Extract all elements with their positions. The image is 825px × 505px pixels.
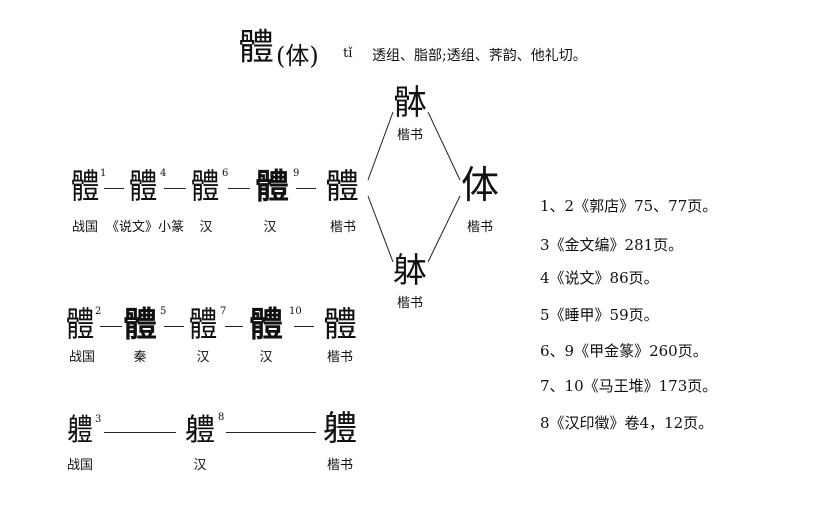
note-number: 7 [220, 306, 227, 317]
variant-bottom-label: 楷书 [396, 296, 424, 311]
dash [294, 326, 314, 327]
note-number: 9 [293, 168, 300, 179]
glyph: 體 [323, 305, 357, 345]
glyph: 體 [70, 167, 100, 207]
dash [104, 432, 176, 433]
note-number: 10 [289, 306, 302, 317]
glyph-label: 战国 [66, 458, 94, 473]
dash [100, 326, 122, 327]
glyph: 體 [255, 167, 289, 207]
glyph: 體 [123, 305, 157, 345]
reference-item: 5《睡甲》59页。 [540, 306, 659, 324]
note-number: 8 [218, 412, 225, 423]
glyph: 體 [325, 167, 359, 207]
glyph-label: 汉 [259, 350, 273, 365]
line-to-top [367, 111, 394, 181]
glyph-label: 楷书 [326, 458, 354, 473]
note-number: 2 [95, 306, 102, 317]
note-number: 5 [160, 306, 167, 317]
line-bottom-to-right [427, 195, 461, 263]
dash [225, 326, 243, 327]
glyph: 體 [249, 305, 283, 345]
reference-item: 7、10《马王堆》173页。 [540, 377, 718, 395]
glyph-label: 汉 [193, 458, 207, 473]
header-readings: 透组、脂部;透组、荠韵、他礼切。 [372, 48, 587, 64]
glyph: 軆 [185, 413, 215, 448]
glyph-label: 汉 [263, 220, 277, 235]
dash [164, 326, 184, 327]
dash [296, 188, 316, 189]
glyph-label: 秦 [133, 350, 147, 365]
glyph: 體 [188, 305, 218, 345]
variant-top-glyph: 骵 [393, 83, 427, 123]
glyph-label: 战国 [68, 350, 96, 365]
reference-item: 1、2《郭店》75、77页。 [540, 197, 718, 215]
line-to-bottom [367, 195, 394, 263]
note-number: 6 [222, 168, 229, 179]
glyph: 體 [128, 167, 158, 207]
glyph: 軆 [323, 409, 357, 449]
glyph-label: 战国 [71, 220, 99, 235]
note-number: 4 [160, 168, 167, 179]
glyph-label: 楷书 [329, 220, 357, 235]
glyph: 體 [190, 167, 220, 207]
variant-bottom-glyph: 躰 [393, 251, 427, 291]
glyph: 體 [65, 305, 95, 345]
dash [164, 188, 186, 189]
reference-item: 8《汉印徵》卷4，12页。 [540, 414, 714, 432]
note-number: 1 [100, 168, 107, 179]
header-pinyin: tǐ [343, 46, 353, 61]
line-top-to-right [427, 111, 461, 181]
variant-right-glyph: 体 [460, 163, 500, 207]
glyph: 軆 [67, 413, 93, 448]
glyph-label: 楷书 [326, 350, 354, 365]
reference-item: 6、9《甲金篆》260页。 [540, 342, 708, 360]
variant-top-label: 楷书 [396, 128, 424, 143]
dash [228, 188, 250, 189]
reference-item: 3《金文编》281页。 [540, 236, 684, 254]
dash [104, 188, 124, 189]
glyph-label: 汉 [199, 220, 213, 235]
glyph-label: 《说文》小篆 [105, 220, 185, 235]
glyph-label: 汉 [196, 350, 210, 365]
header-char: 體 [238, 27, 275, 68]
header-simplified: (体) [276, 42, 319, 70]
dash [226, 432, 316, 433]
reference-item: 4《说文》86页。 [540, 269, 659, 287]
variant-right-label: 楷书 [466, 220, 494, 235]
note-number: 3 [95, 414, 102, 425]
